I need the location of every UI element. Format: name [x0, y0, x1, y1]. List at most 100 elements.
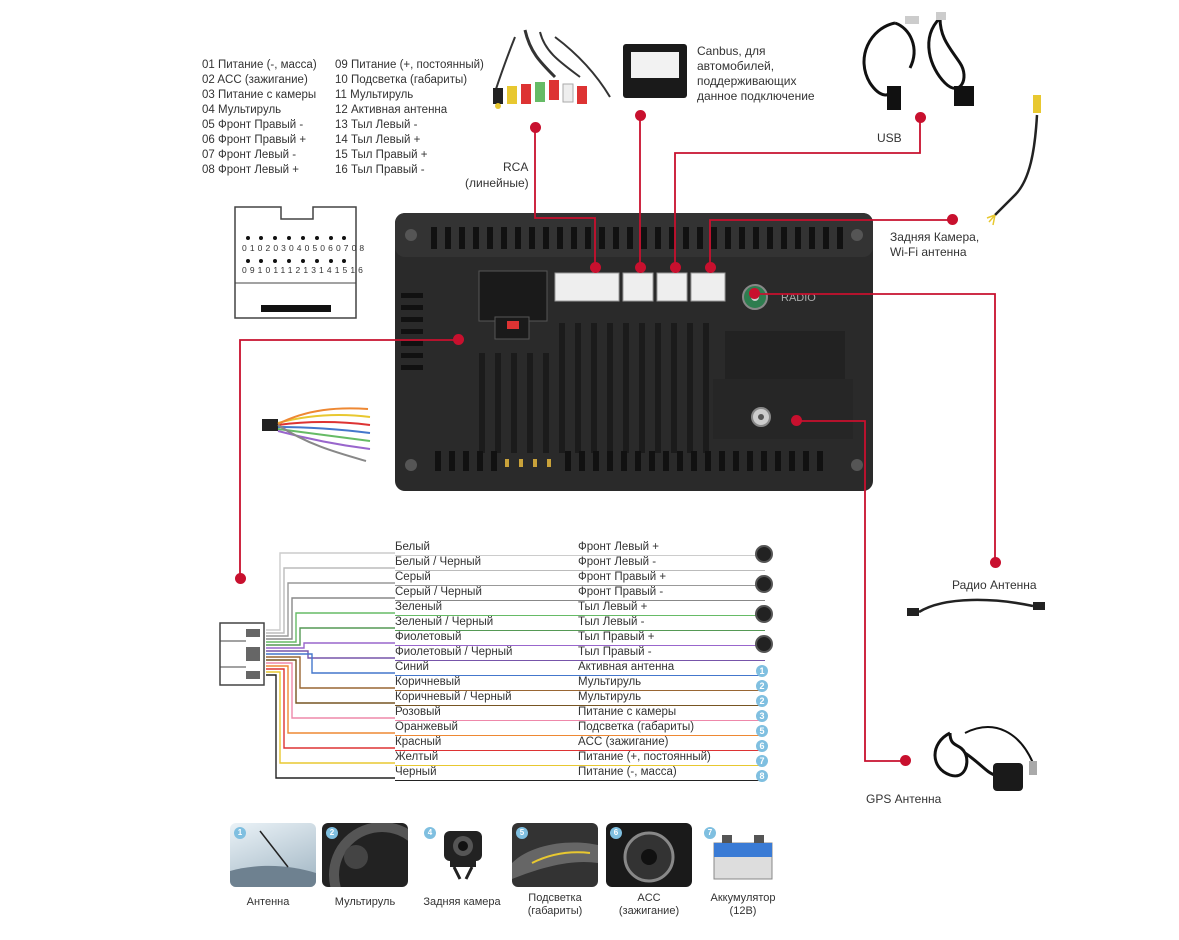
wire-color-label: Фиолетовый / Черный	[395, 646, 513, 658]
canbus-module-image	[623, 44, 687, 98]
wire-color-label: Желтый	[395, 751, 439, 763]
callout-dot-usb-port	[670, 262, 681, 273]
rca-cable-image	[485, 22, 615, 112]
wire-row: Черный Питание (-, масса)	[395, 766, 765, 781]
wire-color-label: Серый / Черный	[395, 586, 482, 598]
wire-color-label: Фиолетовый	[395, 631, 462, 643]
wire-line	[395, 645, 765, 646]
wire-line	[395, 555, 765, 556]
wire-end-badge: 8	[756, 770, 768, 782]
wire-color-label: Серый	[395, 571, 431, 583]
wire-function-label: ACC (зажигание)	[578, 736, 669, 748]
wire-function-label: Питание (-, масса)	[578, 766, 677, 778]
pin-label: 09 Питание (+, постоянный)	[335, 59, 484, 71]
wire-line	[395, 660, 765, 661]
speaker-icon	[755, 605, 773, 623]
thumb-label-rear-camera: Задняя камера	[423, 896, 501, 908]
callout-dot-rear-camera	[947, 214, 958, 225]
wire-function-label: Фронт Левый -	[578, 556, 657, 568]
wire-end-badge: 2	[756, 680, 768, 692]
wire-function-label: Фронт Левый +	[578, 541, 659, 553]
connector-pinout: 0102030405060708 0910111213141516	[233, 205, 364, 320]
wire-bundle-image	[258, 405, 376, 465]
callout-dot-gps	[900, 755, 911, 766]
callout-dot-harness	[235, 573, 246, 584]
callout-dot-canbus	[635, 110, 646, 121]
wire-line	[395, 630, 765, 631]
wire-color-label: Коричневый	[395, 676, 461, 688]
wire-end-badge: 5	[756, 725, 768, 737]
radio-port-label: RADIO	[781, 292, 816, 304]
wire-line	[395, 720, 765, 721]
wire-color-label: Черный	[395, 766, 437, 778]
wire-end-badge: 7	[756, 755, 768, 767]
callout-dot-rca-port	[590, 262, 601, 273]
pin-numbers-top: 0102030405060708	[242, 243, 368, 253]
harness-connector	[218, 621, 266, 687]
wire-row: Белый Фронт Левый +	[395, 541, 765, 556]
thumb-acc: 6	[606, 823, 692, 887]
wire-function-label: Тыл Правый +	[578, 631, 655, 643]
wire-line	[395, 780, 765, 781]
wire-function-label: Мультируль	[578, 691, 642, 703]
wire-color-label: Коричневый / Черный	[395, 691, 512, 703]
wire-line	[395, 765, 765, 766]
gps-antenna-label: GPS Антенна	[866, 792, 942, 806]
gps-antenna-image	[925, 723, 1040, 795]
pin-label: 05 Фронт Правый -	[202, 119, 304, 131]
callout-dot-canbus-port	[635, 262, 646, 273]
wire-end-badge: 2	[756, 695, 768, 707]
thumb-label-acc: ACC (зажигание)	[618, 892, 680, 917]
wire-color-label: Оранжевый	[395, 721, 458, 733]
wire-color-label: Розовый	[395, 706, 441, 718]
speaker-icon	[755, 545, 773, 563]
speaker-icon	[755, 575, 773, 593]
thumb-badge: 5	[516, 827, 528, 839]
wire-line	[395, 750, 765, 751]
thumb-multiwheel: 2	[322, 823, 408, 887]
pin-label: 08 Фронт Левый +	[202, 164, 299, 176]
pin-label: 16 Тыл Правый -	[335, 164, 425, 176]
pin-label: 03 Питание с камеры	[202, 89, 317, 101]
pin-numbers-bottom: 0910111213141516	[242, 265, 366, 275]
wire-row: Коричневый / Черный Мультируль	[395, 691, 765, 706]
thumb-parking-lights: 5	[512, 823, 598, 887]
wire-color-label: Белый	[395, 541, 430, 553]
callout-dot-camera-port	[705, 262, 716, 273]
wire-color-label: Синий	[395, 661, 429, 673]
wire-row: Фиолетовый / Черный Тыл Правый -	[395, 646, 765, 661]
rca-label: RCA	[503, 160, 529, 174]
rear-camera-label: Задняя Камера, Wi-Fi антенна	[890, 230, 980, 259]
wire-color-label: Зеленый	[395, 601, 443, 613]
pin-label: 04 Мультируль	[202, 104, 282, 116]
thumb-label-parking-lights: Подсветка (габариты)	[527, 892, 583, 917]
callout-dot-radio-antenna	[990, 557, 1001, 568]
rear-camera-cable-image	[985, 90, 1045, 230]
thumb-badge: 2	[326, 827, 338, 839]
wire-end-badge: 6	[756, 740, 768, 752]
wire-function-label: Активная антенна	[578, 661, 675, 673]
wire-function-label: Фронт Правый +	[578, 571, 667, 583]
thumb-rear-camera: 4	[420, 823, 506, 887]
callout-dot-radio-port	[749, 288, 760, 299]
wire-function-label: Подсветка (габариты)	[578, 721, 695, 733]
pin-label: 06 Фронт Правый +	[202, 134, 307, 146]
usb-cable-image	[850, 8, 980, 118]
canbus-label: Canbus, для автомобилей, поддерживающих …	[697, 44, 815, 103]
wire-line	[395, 675, 765, 676]
wire-function-label: Тыл Правый -	[578, 646, 652, 658]
wire-function-label: Питание с камеры	[578, 706, 677, 718]
wire-line	[395, 600, 765, 601]
thumb-label-multiwheel: Мультируль	[334, 896, 396, 908]
radio-antenna-label: Радио Антенна	[952, 578, 1037, 592]
thumb-badge: 7	[704, 827, 716, 839]
wire-end-badge: 1	[756, 665, 768, 677]
callout-dot-rca	[530, 122, 541, 133]
thumb-badge: 1	[234, 827, 246, 839]
wire-function-label: Питание (+, постоянный)	[578, 751, 711, 763]
callout-dot-gps-port	[791, 415, 802, 426]
pin-list-left: 01 Питание (-, масса) 02 ACC (зажигание)…	[202, 58, 317, 178]
